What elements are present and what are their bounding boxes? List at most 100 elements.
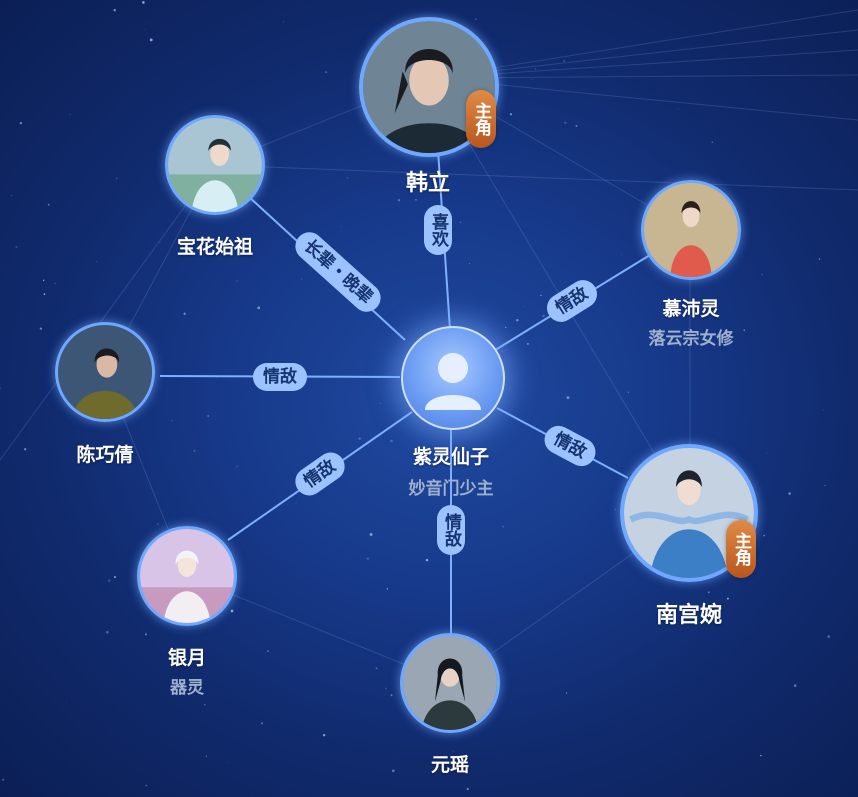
star-dot <box>157 523 159 525</box>
star-dot <box>228 761 230 763</box>
name-yinyue: 银月 <box>167 647 207 669</box>
star-dot <box>420 446 422 448</box>
star-dot <box>230 609 234 613</box>
star-dot <box>743 329 746 331</box>
star-dot <box>283 21 284 23</box>
avatar-mupei[interactable] <box>641 180 741 280</box>
star-dot <box>47 203 50 206</box>
star-dot <box>390 694 393 697</box>
star-dot <box>260 722 264 725</box>
star-dot <box>763 534 765 537</box>
badge-nangong: 主角 <box>726 520 756 578</box>
star-dot <box>2 778 5 781</box>
star-dot <box>15 245 18 248</box>
star-dot <box>375 667 378 670</box>
avatar-baohua[interactable] <box>165 115 265 215</box>
star-dot <box>818 258 821 260</box>
star-dot <box>252 795 253 797</box>
relation-label-hanli: 喜欢 <box>424 205 452 255</box>
avatar-yinyue[interactable] <box>137 526 237 626</box>
star-dot <box>340 225 342 227</box>
star-dot <box>107 579 111 582</box>
avatar-yuanyao[interactable] <box>400 633 500 733</box>
star-dot <box>523 305 524 307</box>
star-dot <box>540 294 542 297</box>
star-dot <box>96 261 98 262</box>
star-dot <box>203 703 206 706</box>
star-dot <box>144 633 147 636</box>
star-dot <box>65 701 67 703</box>
star-dot <box>566 396 570 399</box>
portrait-mupei <box>644 183 738 277</box>
star-dot <box>794 684 797 687</box>
star-dot <box>144 29 146 31</box>
star-dot <box>267 650 269 652</box>
portrait-yinyue <box>140 529 234 623</box>
star-dot <box>614 508 616 511</box>
star-dot <box>346 177 349 179</box>
star-dot <box>452 751 454 753</box>
star-dot <box>824 484 826 487</box>
center-subtitle: 妙音门少主 <box>408 479 494 499</box>
star-dot <box>0 387 1 390</box>
star-dot <box>358 437 361 440</box>
star-dot <box>516 318 519 322</box>
star-dot <box>54 282 56 285</box>
star-dot <box>43 293 46 295</box>
star-dot <box>502 351 504 353</box>
name-chenqiao: 陈巧倩 <box>76 444 134 466</box>
star-dot <box>149 38 153 42</box>
star-dot <box>207 415 210 417</box>
star-dot <box>822 409 824 411</box>
avatar-chenqiao[interactable] <box>55 322 155 422</box>
name-baohua: 宝花始祖 <box>176 236 254 258</box>
star-dot <box>707 591 710 594</box>
star-dot <box>301 278 303 280</box>
name-hanli: 韩立 <box>405 171 451 196</box>
star-dot <box>113 9 116 12</box>
star-dot <box>105 630 109 634</box>
star-dot <box>397 199 401 202</box>
star-dot <box>502 525 505 528</box>
star-dot <box>475 18 477 20</box>
name-yuanyao: 元瑶 <box>430 754 470 776</box>
star-dot <box>113 575 117 579</box>
portrait-yuanyao <box>403 636 497 730</box>
center-name: 紫灵仙子 <box>412 446 490 468</box>
name-mupei: 慕沛灵 <box>662 298 720 320</box>
star-dot <box>531 78 533 80</box>
star-dot <box>711 141 714 143</box>
star-dot <box>19 121 23 125</box>
star-dot <box>415 199 417 201</box>
name-nangong: 南宫婉 <box>655 603 723 628</box>
star-dot <box>295 502 297 503</box>
center-avatar[interactable] <box>401 326 505 430</box>
star-dot <box>621 254 623 256</box>
star-dot <box>236 280 238 282</box>
star-dot <box>217 377 218 379</box>
star-dot <box>69 114 71 116</box>
badge-hanli: 主角 <box>466 90 496 148</box>
star-dot <box>466 787 469 791</box>
star-dot <box>379 437 381 439</box>
star-dot <box>39 327 43 330</box>
star-dot <box>575 124 578 127</box>
star-dot <box>409 330 411 331</box>
star-dot <box>24 448 27 451</box>
user-silhouette-icon <box>425 353 481 410</box>
relation-label-chenqiao: 情敌 <box>253 363 307 391</box>
subtitle-mupei: 落云宗女修 <box>648 329 734 349</box>
star-dot <box>325 71 328 74</box>
star-dot <box>509 113 513 116</box>
star-dot <box>145 784 148 787</box>
star-dot <box>11 195 12 196</box>
star-dot <box>425 558 429 562</box>
star-dot <box>726 597 729 600</box>
star-dot <box>760 754 762 757</box>
star-dot <box>527 343 529 345</box>
star-dot <box>369 532 373 536</box>
star-dot <box>788 492 791 495</box>
star-dot <box>627 391 629 393</box>
